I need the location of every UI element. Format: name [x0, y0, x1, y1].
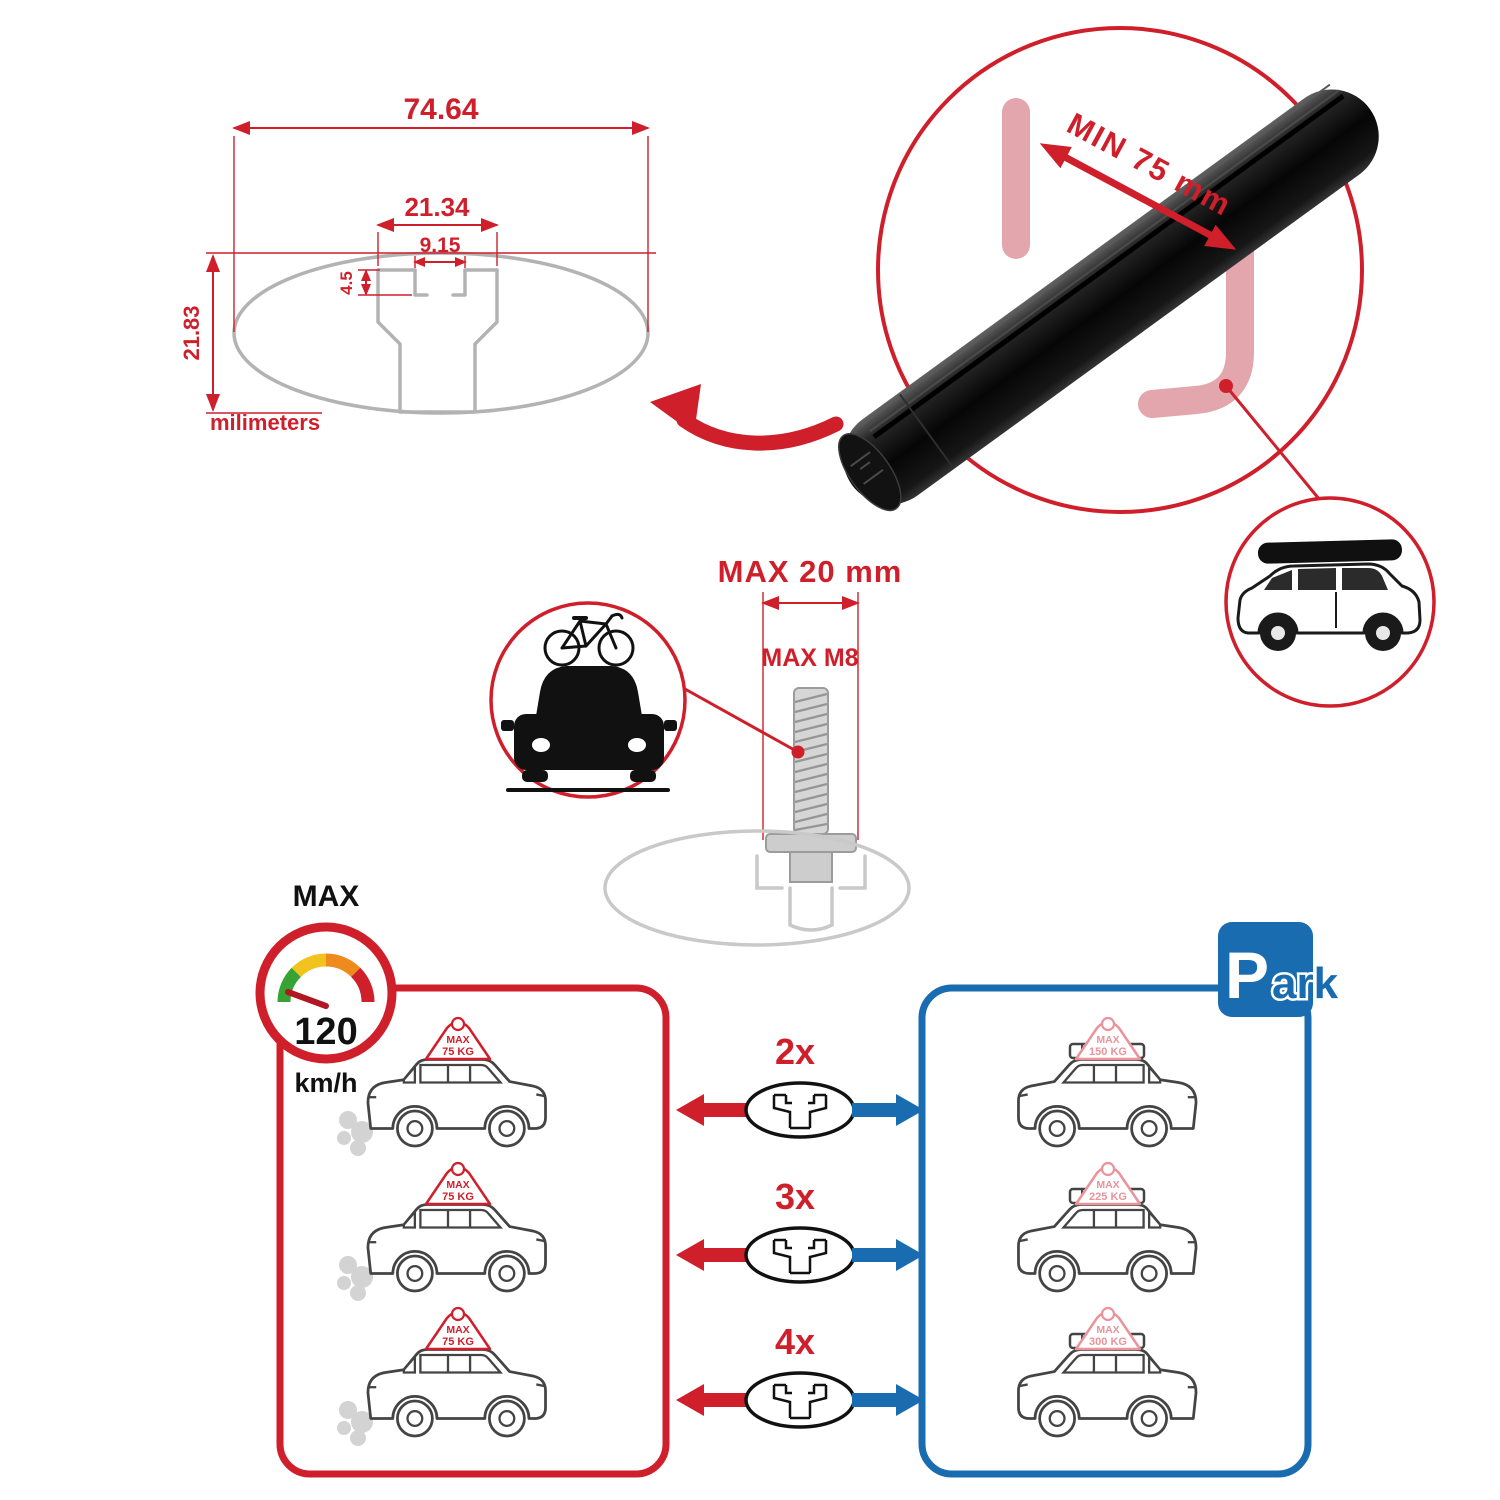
- comparison-row: MAX 75 KG 3x MAX 225 KG: [337, 1161, 1198, 1301]
- roof-load-badge: MAX 75 KG: [424, 1161, 492, 1206]
- dim-total-height-label: 21.83: [179, 305, 204, 360]
- load-value: 75 KG: [442, 1191, 474, 1203]
- connector-line: [1224, 385, 1326, 506]
- min-span-arrow-icon: [1039, 143, 1237, 250]
- load-value: 225 KG: [1089, 1191, 1127, 1203]
- load-value: 75 KG: [442, 1046, 474, 1058]
- speed-unit: km/h: [294, 1068, 357, 1098]
- profile-dimension-diagram: 74.64 21.34 9.15 4.5 21.83: [179, 93, 656, 435]
- speedometer-icon: 120: [255, 922, 397, 1064]
- t-bolt-illustration: [765, 687, 857, 883]
- crossbar-end-icon: [744, 1226, 856, 1284]
- dim-slot-opening: 9.15: [413, 234, 467, 268]
- load-value: 150 KG: [1089, 1046, 1127, 1058]
- roof-load-badge: MAX 300 KG: [1074, 1306, 1142, 1351]
- leader-line: [675, 682, 799, 754]
- max-width-label: MAX 20 mm: [718, 554, 903, 589]
- car-front-illustration: [501, 666, 677, 792]
- smoke-icon: [337, 1111, 373, 1156]
- crossbar-end-icon: [744, 1371, 856, 1429]
- parked-car-illustration: MAX 150 KG: [1017, 1016, 1198, 1148]
- load-title: MAX: [446, 1324, 469, 1336]
- roof-box-icon: [1257, 539, 1402, 564]
- parked-car-illustration: MAX 300 KG: [1017, 1306, 1198, 1438]
- crossbar-cross-section: [376, 268, 499, 414]
- roof-load-badge: MAX 225 KG: [1074, 1161, 1142, 1206]
- load-title: MAX: [446, 1179, 469, 1191]
- park-sign-p: P: [1225, 938, 1269, 1012]
- crossbar-3d-render: [838, 83, 1379, 512]
- speed-limit-badge: MAX: [293, 880, 360, 913]
- left-arrow-icon: [676, 1094, 748, 1126]
- bar-count-label: 3x: [775, 1176, 815, 1217]
- load-title: MAX: [1096, 1034, 1119, 1046]
- smoke-icon: [337, 1401, 373, 1446]
- crossbar-end-icon: [744, 1081, 856, 1139]
- leader-dot: [791, 745, 805, 759]
- speedometer-needle: [285, 989, 329, 1009]
- bike-car-circle: [489, 601, 687, 799]
- pointer-arrow-icon: [650, 384, 844, 451]
- comparison-row: MAX 75 KG 4x MAX 300 KG: [337, 1306, 1198, 1446]
- speed-max-label: MAX: [293, 880, 360, 913]
- bar-count-label: 4x: [775, 1321, 815, 1362]
- parking-panel: [918, 984, 1312, 1478]
- driving-panel: [276, 984, 670, 1478]
- smoke-icon: [337, 1256, 373, 1301]
- roof-load-badge: MAX 150 KG: [1074, 1016, 1142, 1061]
- park-sign-ark: ark: [1272, 959, 1339, 1008]
- park-sign: P ark: [1218, 922, 1341, 1017]
- crossbar-ellipse-outline: [232, 251, 650, 415]
- right-arrow-icon: [852, 1094, 924, 1126]
- driving-car-illustration: MAX 75 KG: [337, 1016, 547, 1156]
- roof-load-badge: MAX 75 KG: [424, 1306, 492, 1351]
- park-sign-square: [1218, 922, 1313, 1017]
- left-arrow-icon: [676, 1239, 748, 1271]
- right-arrow-icon: [852, 1239, 924, 1271]
- load-title: MAX: [1096, 1179, 1119, 1191]
- speed-value: 120: [294, 1011, 357, 1053]
- units-label: milimeters: [210, 410, 320, 435]
- suv-roofbox-circle: [1224, 496, 1436, 708]
- load-value: 300 KG: [1089, 1336, 1127, 1348]
- parked-car-illustration: MAX 225 KG: [1017, 1161, 1198, 1293]
- dim-lip-depth-label: 4.5: [337, 271, 356, 295]
- roof-load-badge: MAX 75 KG: [424, 1016, 492, 1061]
- right-arrow-icon: [852, 1384, 924, 1416]
- bike-icon: [543, 612, 635, 667]
- magnifier-circle: [876, 26, 1364, 514]
- comparison-row: MAX 75 KG 2x MAX 150 KG: [337, 1016, 1198, 1156]
- dim-total-width: 74.64: [232, 93, 650, 332]
- load-value: 75 KG: [442, 1336, 474, 1348]
- dim-slot-outer: 21.34: [376, 192, 499, 266]
- driving-car-illustration: MAX 75 KG: [337, 1161, 547, 1301]
- max-thread-label: MAX M8: [761, 644, 858, 672]
- ghost-profile: [603, 829, 911, 947]
- suv-illustration: [1236, 539, 1422, 651]
- dim-slot-outer-label: 21.34: [404, 192, 470, 222]
- driving-car-illustration: MAX 75 KG: [337, 1306, 547, 1446]
- load-title: MAX: [1096, 1324, 1119, 1336]
- dim-slot-opening-label: 9.15: [420, 234, 461, 257]
- left-arrow-icon: [676, 1384, 748, 1416]
- bar-count-label: 2x: [775, 1031, 815, 1072]
- dim-lip-depth: 4.5: [337, 269, 412, 296]
- bolt-spec-diagram: MAX 20 mm MAX M8: [603, 554, 911, 947]
- load-title: MAX: [446, 1034, 469, 1046]
- crossbar-detail-circle: MIN 75 mm: [838, 26, 1379, 514]
- dim-total-width-label: 74.64: [403, 93, 478, 126]
- dim-total-height: 21.83: [179, 252, 656, 414]
